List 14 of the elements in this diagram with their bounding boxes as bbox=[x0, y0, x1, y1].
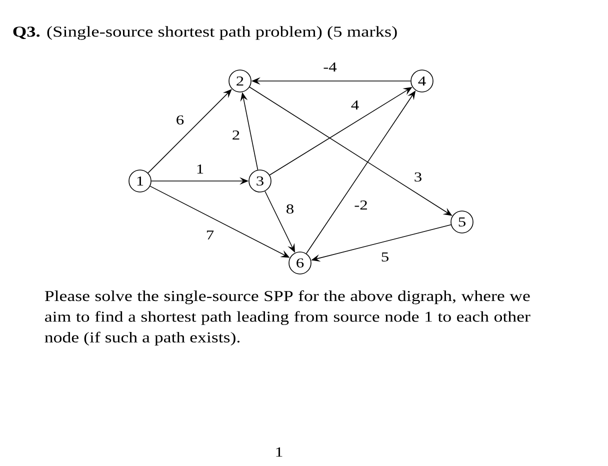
edge-label: 1 bbox=[197, 164, 204, 174]
edge-label: 6 bbox=[176, 115, 184, 125]
page-number: 1 bbox=[276, 447, 282, 457]
edge-label: 7 bbox=[206, 230, 214, 240]
edge-label: -2 bbox=[354, 200, 367, 210]
edge-label: 5 bbox=[382, 252, 388, 262]
edge-label: 2 bbox=[232, 130, 240, 140]
edge-label: 3 bbox=[414, 172, 422, 182]
edge-label: 4 bbox=[351, 100, 359, 110]
edge-label: 8 bbox=[286, 204, 294, 214]
arrow bbox=[148, 89, 232, 174]
edge-label: -4 bbox=[324, 62, 337, 72]
heading: Q3. (Single-source shortest path problem) (5 marks) bbox=[13, 26, 397, 40]
paragraph: Please solve the single-source SPP for the above digraph, where we aim to find a shortest path leading from source node 1 to each other node (if such a path exists). bbox=[44, 290, 530, 346]
